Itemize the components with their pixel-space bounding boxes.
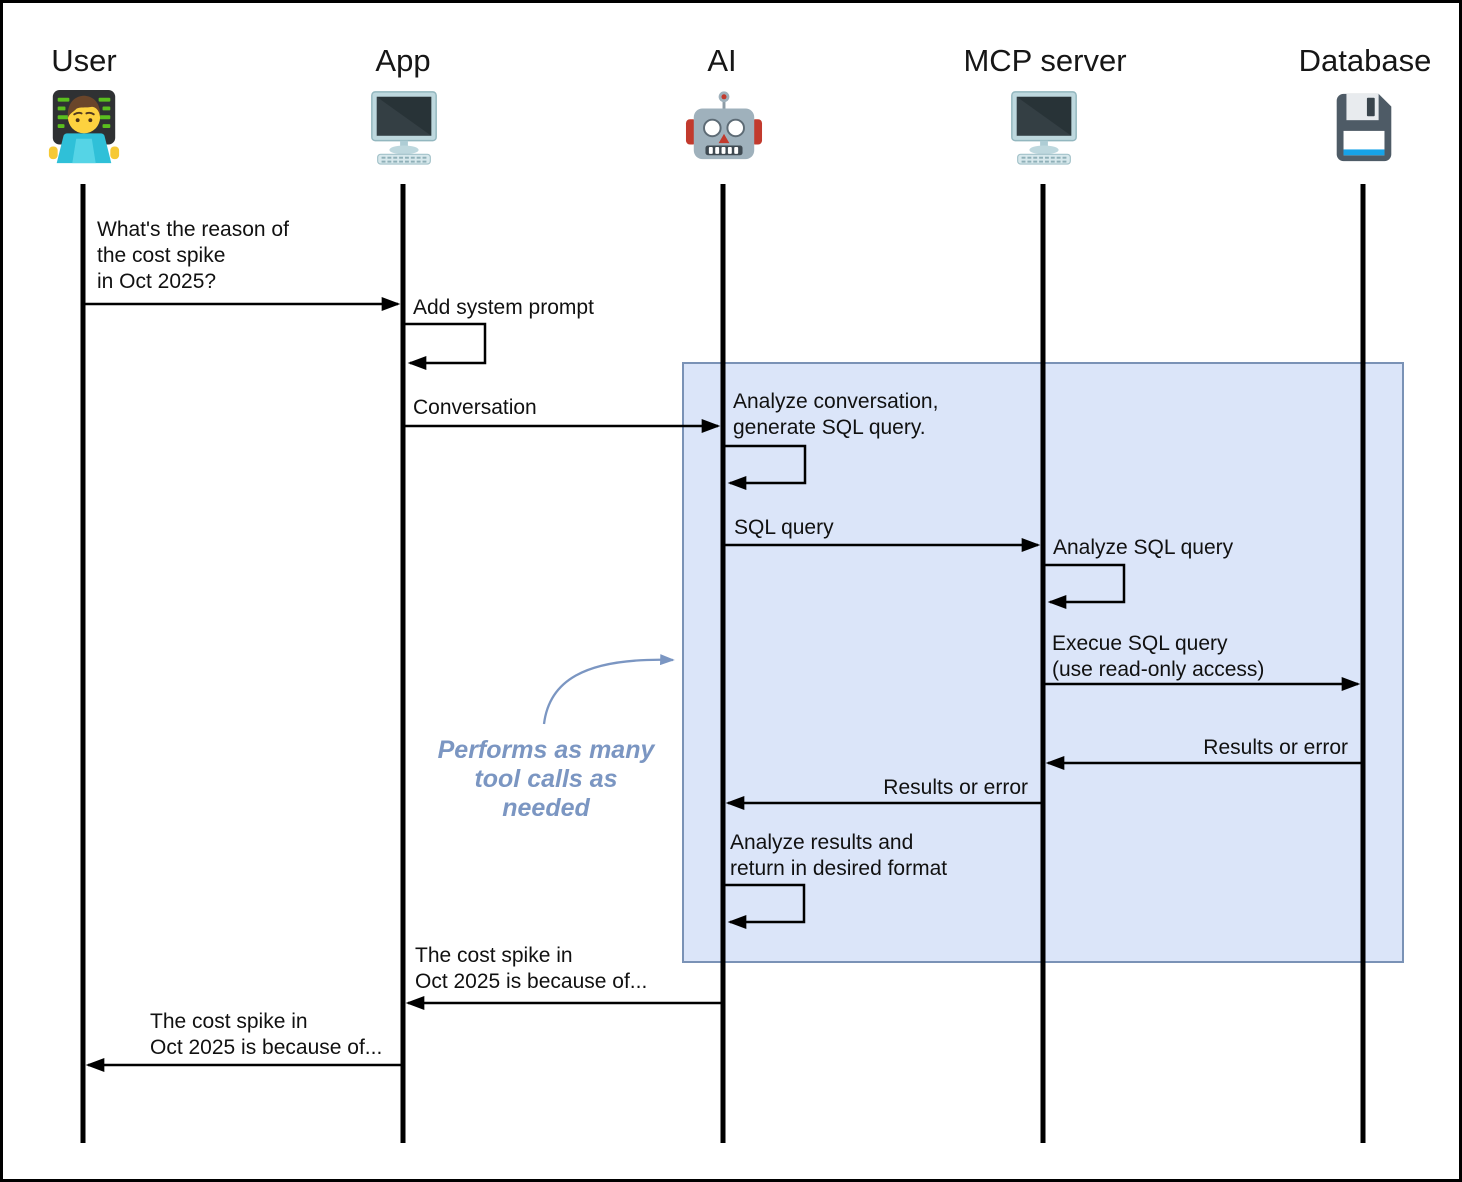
actor-title-user: User [51, 43, 117, 78]
annotation-arrow [542, 654, 675, 725]
self-loop-ai-results [725, 883, 806, 929]
self-loop-mcp [1045, 563, 1126, 609]
diagram-lines-layer [80, 184, 1404, 1143]
message-label-answer-to-user: The cost spike in Oct 2025 is because of… [150, 1010, 383, 1059]
desktop-computer-icon [371, 91, 437, 165]
actor-title-database: Database [1298, 43, 1432, 78]
self-loop-ai-analyze [725, 444, 807, 490]
actor-title-mcp: MCP server [963, 43, 1127, 78]
message-label-sql-query: SQL query [734, 516, 834, 539]
floppy-disk-icon [1336, 93, 1392, 162]
technologist-icon [48, 89, 120, 164]
message-label-results-or-error-mcp: Results or error [883, 776, 1028, 799]
message-label-execute-sql-query: Execue SQL query (use read-only access) [1052, 632, 1265, 681]
robot-icon [685, 91, 763, 160]
self-loop-app [405, 322, 487, 370]
actor-title-app: App [375, 43, 431, 78]
annotation-note: Performs as many tool calls as needed [437, 736, 655, 822]
message-label-add-system-prompt: Add system prompt [413, 296, 594, 319]
message-label-analyze-sql-query: Analyze SQL query [1053, 536, 1234, 559]
actor-title-ai: AI [707, 43, 737, 78]
desktop-computer-icon [1011, 91, 1077, 165]
message-label-analyze-conversation: Analyze conversation, generate SQL query… [733, 390, 939, 439]
message-label-analyze-results: Analyze results and return in desired fo… [730, 831, 948, 880]
message-label-conversation: Conversation [413, 396, 537, 419]
message-label-answer-to-app: The cost spike in Oct 2025 is because of… [415, 944, 648, 993]
message-label-user-question: What's the reason of the cost spike in O… [97, 218, 289, 293]
message-label-results-or-error-db: Results or error [1203, 736, 1348, 759]
